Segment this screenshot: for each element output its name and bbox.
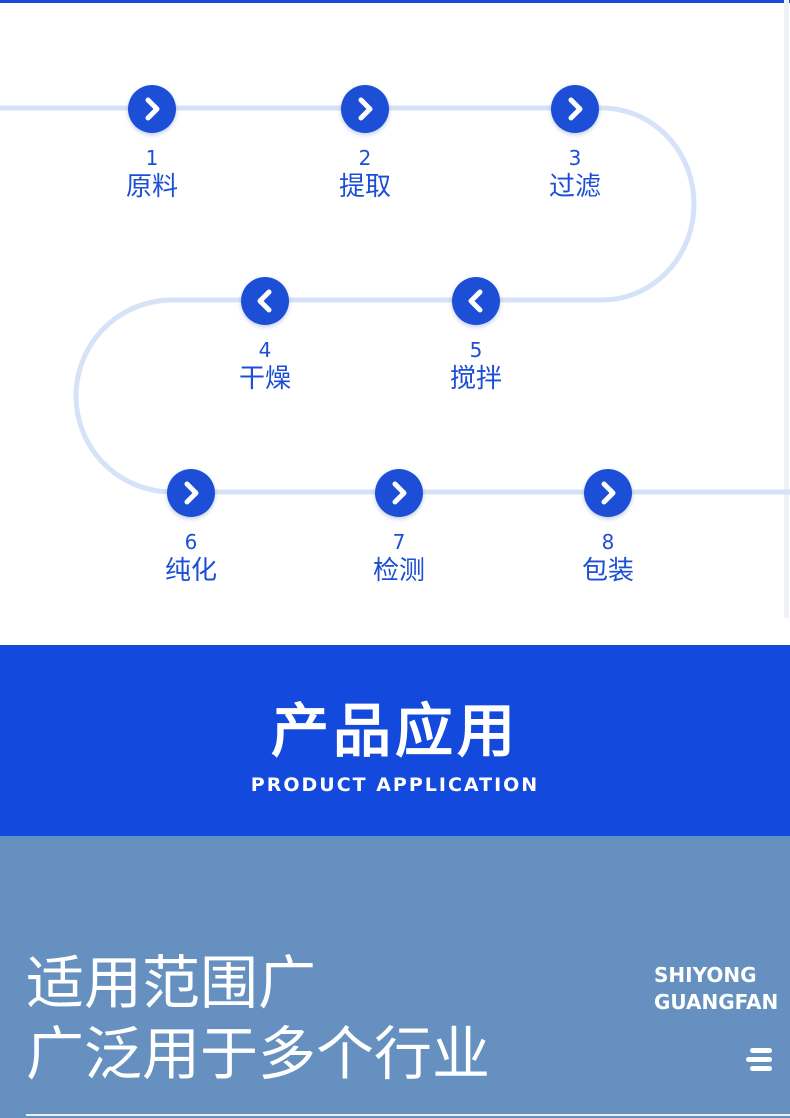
step-number: 1: [145, 146, 159, 170]
step-number: 3: [568, 146, 582, 170]
chevron-right-icon: [584, 469, 632, 517]
headline: 适用范围广: [26, 949, 317, 1017]
step-number: 4: [258, 338, 272, 362]
step-number: 8: [601, 530, 615, 554]
step-label: 包装: [581, 556, 634, 586]
step-label: 过滤: [548, 172, 601, 202]
pinyin-line-2: GUANGFAN: [654, 990, 779, 1014]
top-border: [0, 0, 790, 3]
step-1: 1 原料: [92, 85, 212, 203]
chevron-right-icon: [551, 85, 599, 133]
step-number: 6: [184, 530, 198, 554]
step-2: 2 提取: [305, 85, 425, 203]
step-label: 提取: [338, 172, 391, 202]
step-5: 5 搅拌: [416, 277, 536, 395]
step-4: 4 干燥: [205, 277, 325, 395]
step-label: 检测: [372, 556, 425, 586]
step-label: 干燥: [238, 364, 291, 394]
step-3: 3 过滤: [515, 85, 635, 203]
process-path: [0, 105, 790, 495]
pinyin-caption: SHIYONG GUANGFAN: [654, 962, 778, 1016]
step-7: 7 检测: [339, 469, 459, 587]
step-label: 搅拌: [449, 364, 502, 394]
step-number: 7: [392, 530, 406, 554]
step-label: 原料: [125, 172, 178, 202]
step-number: 5: [469, 338, 483, 362]
application-section: 适用范围广 广泛用于多个行业 SHIYONG GUANGFAN: [0, 836, 790, 1118]
divider: [26, 1114, 790, 1116]
chevron-right-icon: [128, 85, 176, 133]
right-border: [784, 0, 789, 618]
product-application-banner: 产品应用 PRODUCT APPLICATION: [0, 645, 790, 836]
pinyin-line-1: SHIYONG: [654, 963, 757, 987]
chevron-left-icon: [452, 277, 500, 325]
step-8: 8 包装: [548, 469, 668, 587]
chevron-right-icon: [167, 469, 215, 517]
chevron-right-icon: [341, 85, 389, 133]
step-label: 纯化: [164, 556, 217, 586]
step-number: 2: [358, 146, 372, 170]
section-title: 产品应用: [270, 697, 519, 765]
chevron-right-icon: [375, 469, 423, 517]
chevron-left-icon: [241, 277, 289, 325]
process-flow: 1 原料 2 提取 3 过滤 4 干燥 5 搅拌 6 纯化: [0, 85, 790, 587]
menu-icon: [744, 1046, 774, 1074]
section-subtitle: PRODUCT APPLICATION: [250, 774, 540, 796]
step-6: 6 纯化: [131, 469, 251, 587]
sub-headline: 广泛用于多个行业: [26, 1020, 491, 1088]
